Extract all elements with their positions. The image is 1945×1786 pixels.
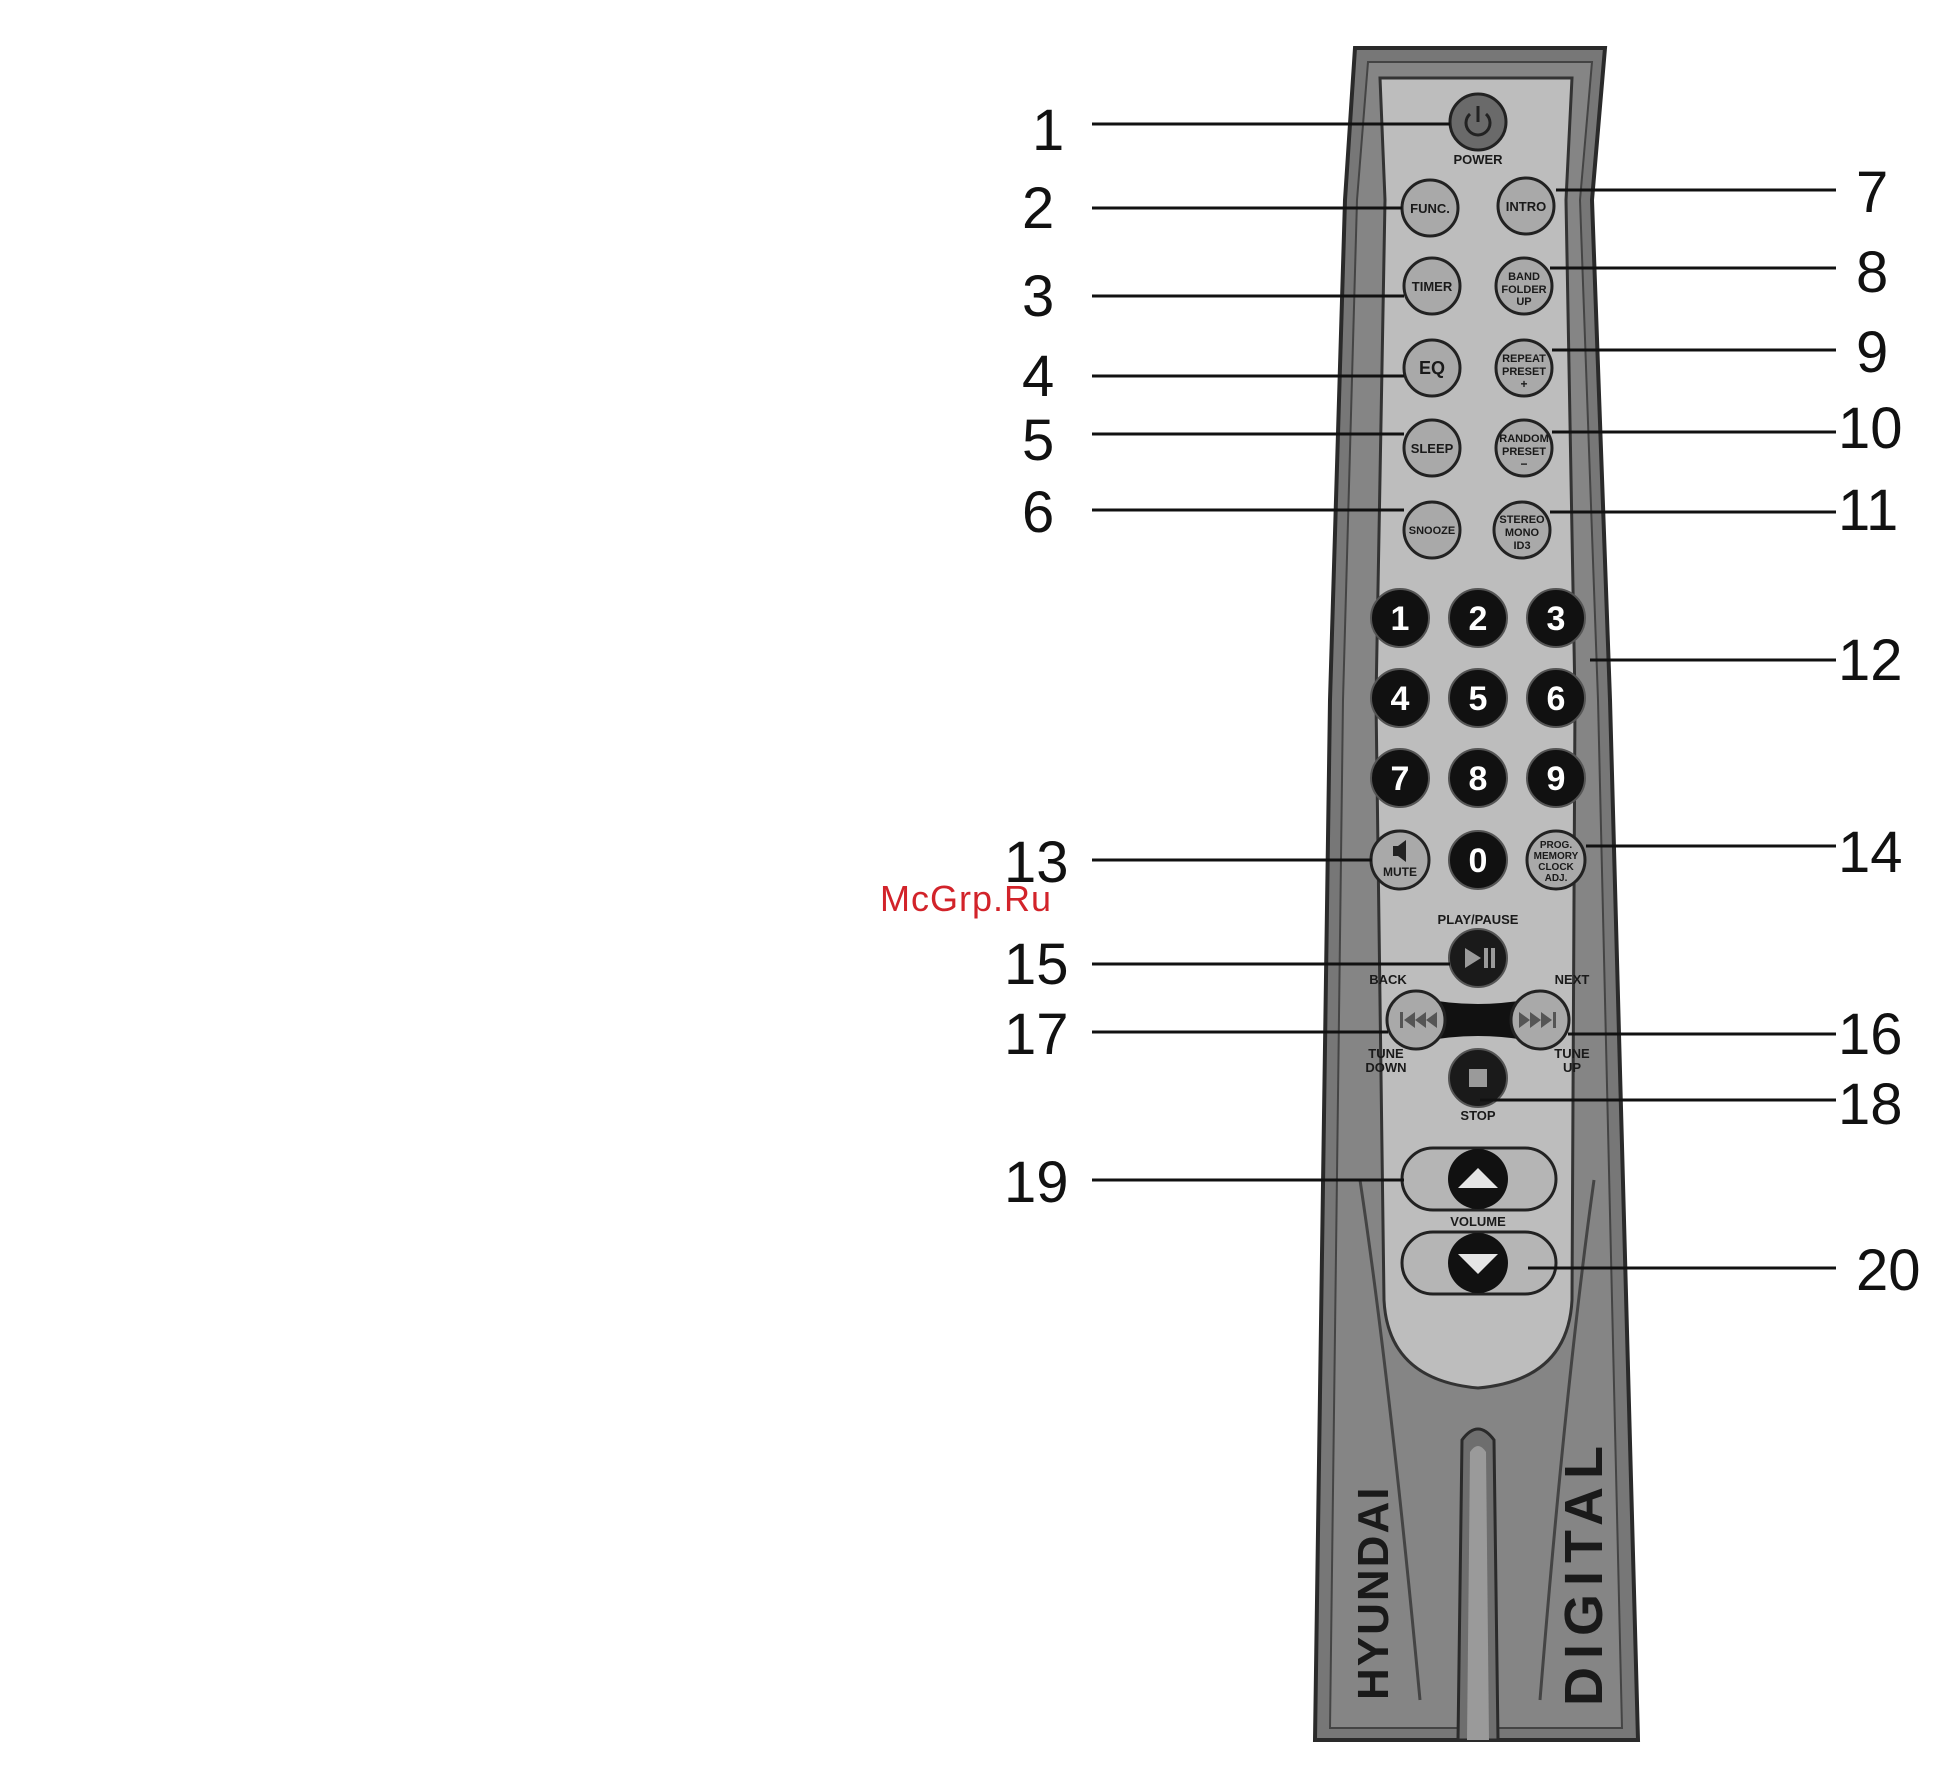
random-label: RANDOM <box>1499 433 1549 445</box>
intro-button[interactable]: INTRO <box>1498 178 1554 234</box>
prog-memory-clock-adj-button[interactable]: PROG. MEMORY CLOCK ADJ. <box>1527 831 1585 889</box>
callout-5: 5 <box>1022 408 1054 473</box>
digit-label: 2 <box>1469 600 1488 638</box>
repeat-label: REPEAT <box>1502 353 1546 365</box>
adj-label: ADJ. <box>1545 873 1568 884</box>
callout-16: 16 <box>1838 1002 1903 1067</box>
power-label: POWER <box>1453 152 1503 167</box>
mute-button[interactable]: MUTE <box>1371 831 1429 889</box>
callout-12: 12 <box>1838 628 1903 693</box>
sleep-button[interactable]: SLEEP <box>1404 420 1460 476</box>
watermark-text: McGrp.Ru <box>880 878 1052 920</box>
eq-label: EQ <box>1419 358 1445 378</box>
up-label: UP <box>1516 296 1531 308</box>
volume-up-button[interactable] <box>1402 1148 1556 1210</box>
back-label: BACK <box>1369 972 1407 987</box>
callout-4: 4 <box>1022 344 1054 409</box>
intro-label: INTRO <box>1506 199 1546 214</box>
timer-button[interactable]: TIMER <box>1404 258 1460 314</box>
mute-label: MUTE <box>1383 865 1417 879</box>
memory-label: MEMORY <box>1534 851 1579 862</box>
band-label: BAND <box>1508 271 1540 283</box>
mono-label: MONO <box>1505 527 1540 539</box>
digit-label: 8 <box>1469 760 1488 798</box>
next-tune-up-button[interactable] <box>1511 991 1569 1049</box>
callout-14: 14 <box>1838 820 1903 885</box>
digit-button-1[interactable]: 1 <box>1371 589 1429 647</box>
callout-2: 2 <box>1022 176 1054 241</box>
eq-button[interactable]: EQ <box>1404 340 1460 396</box>
digit-button-4[interactable]: 4 <box>1371 669 1429 727</box>
digit-button-8[interactable]: 8 <box>1449 749 1507 807</box>
digit-label: 4 <box>1391 680 1410 718</box>
band-folder-up-button[interactable]: BAND FOLDER UP <box>1496 258 1552 314</box>
snooze-label: SNOOZE <box>1409 525 1455 537</box>
callout-20: 20 <box>1856 1238 1921 1303</box>
callout-15: 15 <box>1004 932 1069 997</box>
stop-label: STOP <box>1460 1108 1495 1123</box>
digit-button-0[interactable]: 0 <box>1449 831 1507 889</box>
power-button[interactable] <box>1450 94 1506 150</box>
callout-7: 7 <box>1856 160 1888 225</box>
digit-label: 5 <box>1469 680 1488 718</box>
stereo-label: STEREO <box>1499 514 1545 526</box>
callout-10: 10 <box>1838 396 1903 461</box>
minus-label: − <box>1520 457 1527 471</box>
callout-19: 19 <box>1004 1150 1069 1215</box>
digit-button-9[interactable]: 9 <box>1527 749 1585 807</box>
brand-digital: DIGITAL <box>1554 1438 1614 1706</box>
digit-label: 0 <box>1469 842 1488 880</box>
digit-label: 3 <box>1547 600 1566 638</box>
digit-label: 7 <box>1391 760 1410 798</box>
digit-button-5[interactable]: 5 <box>1449 669 1507 727</box>
next-label: NEXT <box>1555 972 1590 987</box>
play-pause-button[interactable] <box>1449 929 1507 987</box>
callout-6: 6 <box>1022 480 1054 545</box>
callout-17: 17 <box>1004 1002 1069 1067</box>
digit-label: 6 <box>1547 680 1566 718</box>
func-button[interactable]: FUNC. <box>1402 180 1458 236</box>
callout-1: 1 <box>1032 98 1064 163</box>
callout-9: 9 <box>1856 320 1888 385</box>
clock-label: CLOCK <box>1538 862 1574 873</box>
callout-8: 8 <box>1856 240 1888 305</box>
digit-button-3[interactable]: 3 <box>1527 589 1585 647</box>
prog-label: PROG. <box>1540 840 1572 851</box>
timer-label: TIMER <box>1412 279 1453 294</box>
tune-up-label-2: UP <box>1563 1060 1581 1075</box>
stereo-mono-id3-button[interactable]: STEREO MONO ID3 <box>1494 502 1550 558</box>
plus-label: + <box>1520 377 1527 391</box>
digit-button-7[interactable]: 7 <box>1371 749 1429 807</box>
callout-11: 11 <box>1838 478 1898 543</box>
digit-label: 1 <box>1391 600 1410 638</box>
folder-label: FOLDER <box>1501 284 1546 296</box>
volume-label: VOLUME <box>1450 1214 1506 1229</box>
digit-button-6[interactable]: 6 <box>1527 669 1585 727</box>
play-pause-label: PLAY/PAUSE <box>1438 912 1519 927</box>
tune-down-label-2: DOWN <box>1365 1060 1406 1075</box>
snooze-button[interactable]: SNOOZE <box>1404 502 1460 558</box>
back-tune-down-button[interactable] <box>1387 991 1445 1049</box>
digit-label: 9 <box>1547 760 1566 798</box>
stop-button[interactable] <box>1449 1049 1507 1107</box>
func-label: FUNC. <box>1410 201 1450 216</box>
volume-down-button[interactable] <box>1402 1232 1556 1294</box>
callout-18: 18 <box>1838 1072 1903 1137</box>
id3-label: ID3 <box>1513 540 1530 552</box>
brand-hyundai: HYUNDAI <box>1349 1486 1398 1700</box>
tune-down-label-1: TUNE <box>1368 1046 1404 1061</box>
repeat-preset-plus-button[interactable]: REPEAT PRESET + <box>1496 340 1552 396</box>
tune-up-label-1: TUNE <box>1554 1046 1590 1061</box>
digit-button-2[interactable]: 2 <box>1449 589 1507 647</box>
stop-icon <box>1469 1069 1487 1087</box>
sleep-label: SLEEP <box>1411 441 1454 456</box>
random-preset-minus-button[interactable]: RANDOM PRESET − <box>1496 420 1552 476</box>
callout-3: 3 <box>1022 264 1054 329</box>
